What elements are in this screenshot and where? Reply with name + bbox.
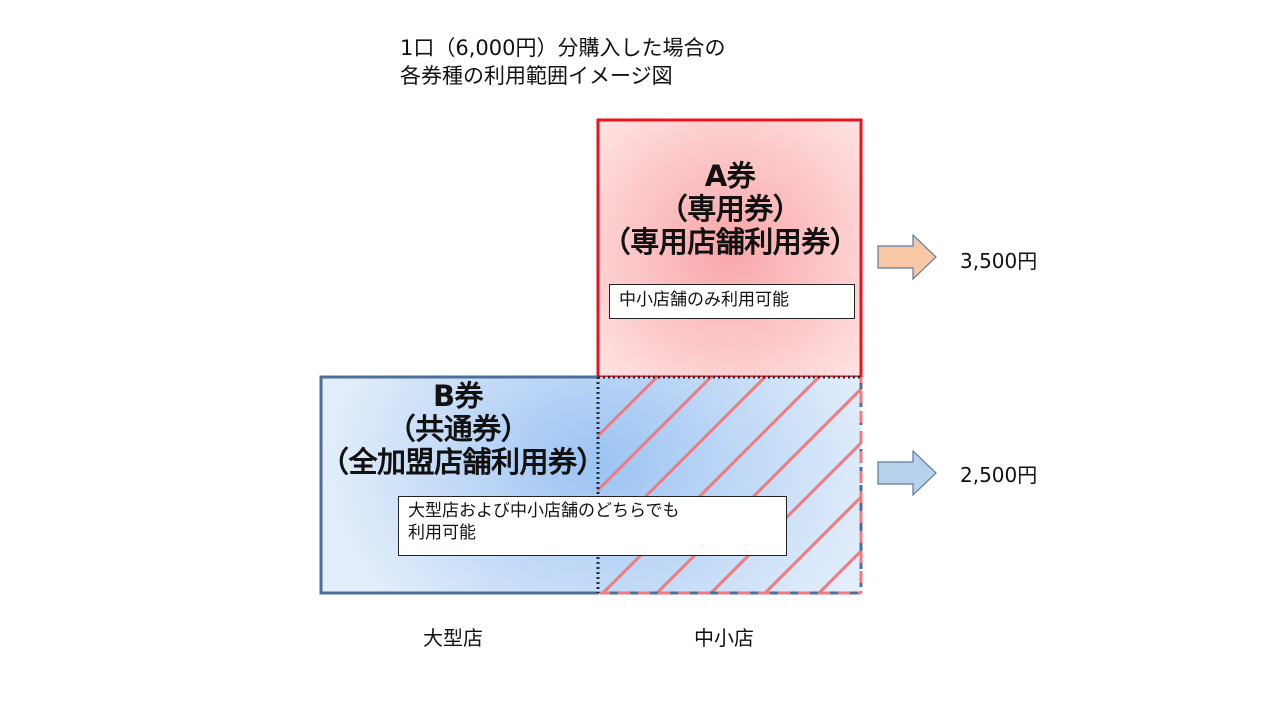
arrow-b-icon — [877, 449, 937, 497]
ticket-a-type: （専用券） — [658, 192, 802, 226]
ticket-b-amount: 2,500円 — [960, 463, 1038, 487]
ticket-b-description: （全加盟店舗利用券） — [320, 445, 606, 479]
arrow-a-icon — [877, 233, 937, 281]
overlap-hatch — [597, 377, 862, 593]
ticket-b-note: 大型店および中小店舗のどちらでも 利用可能 — [398, 496, 787, 556]
ticket-b-box-large — [321, 377, 598, 593]
ticket-a-note: 中小店舗のみ利用可能 — [609, 284, 855, 319]
ticket-a-label: A券 （専用券） （専用店舗利用券） — [597, 160, 863, 259]
category-small-store: 中小店 — [694, 626, 754, 650]
ticket-a-name: A券 — [704, 159, 756, 193]
ticket-b-note-line-2: 利用可能 — [408, 523, 476, 543]
title-line-2: 各券種の利用範囲イメージ図 — [400, 64, 673, 88]
category-large-store: 大型店 — [423, 626, 483, 650]
ticket-a-description: （専用店舗利用券） — [601, 225, 859, 259]
ticket-a-box — [596, 118, 863, 379]
diagram-title: 1口（6,000円）分購入した場合の 各券種の利用範囲イメージ図 — [400, 34, 820, 90]
ticket-b-note-line-1: 大型店および中小店舗のどちらでも — [408, 501, 680, 521]
title-line-1: 1口（6,000円）分購入した場合の — [400, 36, 726, 60]
ticket-b-type: （共通券） — [386, 412, 530, 446]
ticket-b-border — [319, 375, 598, 595]
ticket-b-name: B券 — [432, 379, 484, 413]
ticket-a-amount: 3,500円 — [960, 249, 1038, 273]
ticket-b-label: B券 （共通券） （全加盟店舗利用券） — [320, 379, 606, 479]
